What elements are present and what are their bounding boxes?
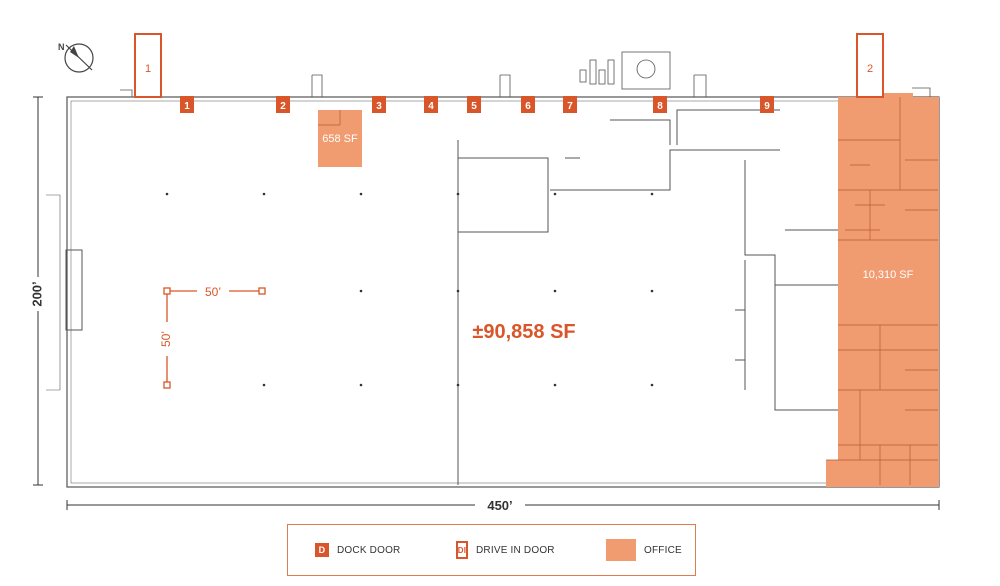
legend-office-label: OFFICE xyxy=(644,544,682,556)
dock-door-marker xyxy=(563,96,577,113)
dock-door-6: 6 xyxy=(521,96,535,113)
column-dot xyxy=(650,289,654,293)
drive-in-door-number: 1 xyxy=(145,63,151,75)
column-dot xyxy=(262,383,266,387)
drive-in-door-number: 2 xyxy=(867,63,873,75)
width-dim-bg xyxy=(475,497,525,513)
spacing-h-bg xyxy=(197,283,229,299)
legend-dock-door: D DOCK DOOR xyxy=(315,525,400,575)
legend-dock-label: DOCK DOOR xyxy=(337,544,401,556)
drive-in-door-icon: DI xyxy=(456,541,468,559)
column-dot xyxy=(456,383,460,387)
small-office-label: 658 SF xyxy=(322,133,358,145)
office-area-small xyxy=(318,110,362,167)
svg-text:N: N xyxy=(58,42,65,52)
dock-door-number: 8 xyxy=(657,101,663,112)
dock-door-marker xyxy=(653,96,667,113)
dock-doors: 1 2 3 4 5 6 7 8 9 xyxy=(180,96,774,113)
dock-door-1: 1 xyxy=(180,96,194,113)
column-dot xyxy=(359,289,363,293)
height-dimension: 200’ xyxy=(29,281,44,306)
height-dim-bg xyxy=(26,277,50,311)
dock-door-number: 4 xyxy=(428,101,434,112)
dock-door-marker xyxy=(276,96,290,113)
office-label-bg xyxy=(845,261,925,287)
interior-walls xyxy=(457,109,838,485)
drive-in-door-1: 1 xyxy=(134,33,162,98)
west-wall-detail xyxy=(46,194,83,391)
column-spacing-vertical: 50’ xyxy=(159,331,173,347)
column-dot xyxy=(553,289,557,293)
column-dot xyxy=(262,192,266,196)
dock-door-number: 7 xyxy=(567,101,573,112)
drive-in-door-marker xyxy=(134,33,162,98)
total-area-label: ±90,858 SF xyxy=(472,321,575,343)
dock-door-8: 8 xyxy=(653,96,667,113)
dock-door-2: 2 xyxy=(276,96,290,113)
drive-in-door-2: 2 xyxy=(856,33,884,98)
column-dot xyxy=(456,192,460,196)
dock-door-marker xyxy=(760,96,774,113)
column-spacing-annotation xyxy=(163,287,266,389)
office-area-east xyxy=(826,93,939,487)
office-swatch-icon xyxy=(606,539,636,561)
legend-drive-in-door: DI DRIVE IN DOOR xyxy=(456,525,555,575)
dock-door-marker xyxy=(372,96,386,113)
column-dot xyxy=(650,383,654,387)
dock-door-number: 2 xyxy=(280,101,286,112)
column-dot xyxy=(359,192,363,196)
north-arrow-icon: N xyxy=(58,42,94,73)
column-grid xyxy=(165,192,654,387)
width-dimension: 450’ xyxy=(487,498,512,513)
dock-door-marker xyxy=(467,96,481,113)
exterior-equipment xyxy=(120,51,931,97)
column-dot xyxy=(359,383,363,387)
column-spacing-horizontal: 50’ xyxy=(205,285,221,299)
column-dot xyxy=(553,383,557,387)
dock-door-icon: D xyxy=(315,543,329,557)
dock-door-number: 3 xyxy=(376,101,382,112)
dock-door-7: 7 xyxy=(563,96,577,113)
column-dot xyxy=(456,289,460,293)
dock-door-marker xyxy=(424,96,438,113)
dock-door-number: 6 xyxy=(525,101,531,112)
office-area-label: 10,310 SF xyxy=(863,269,914,281)
drive-in-door-marker xyxy=(856,33,884,98)
dock-door-4: 4 xyxy=(424,96,438,113)
legend: D DOCK DOOR DI DRIVE IN DOOR OFFICE xyxy=(287,524,696,576)
legend-drive-label: DRIVE IN DOOR xyxy=(476,544,555,556)
dock-door-3: 3 xyxy=(372,96,386,113)
dock-door-9: 9 xyxy=(760,96,774,113)
column-dot xyxy=(650,192,654,196)
dock-door-5: 5 xyxy=(467,96,481,113)
dock-door-marker xyxy=(521,96,535,113)
spacing-v-bg xyxy=(159,322,175,356)
dock-door-number: 1 xyxy=(184,101,190,112)
dock-door-number: 5 xyxy=(471,101,477,112)
column-dot xyxy=(553,192,557,196)
dimension-lines xyxy=(33,96,940,510)
column-dot xyxy=(165,192,169,196)
dock-door-marker xyxy=(180,96,194,113)
dock-door-number: 9 xyxy=(764,101,770,112)
legend-office: OFFICE xyxy=(606,525,682,575)
